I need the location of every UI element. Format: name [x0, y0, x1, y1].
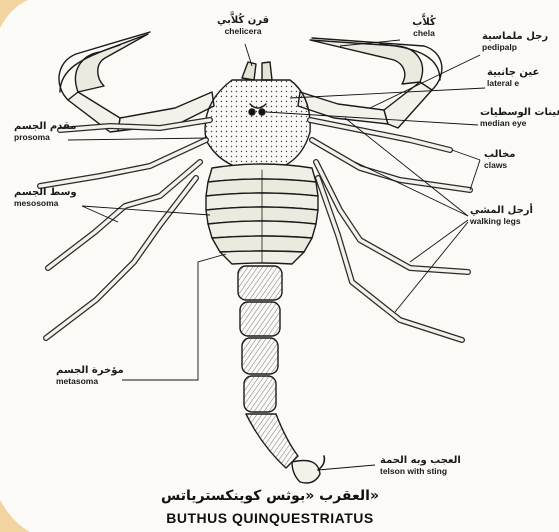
label-pedipalp: رجل ملماسية pedipalp: [482, 32, 548, 51]
label-chela: كُلاَّب chela: [396, 18, 452, 37]
label-metasoma-ar: مؤخرة الجسم: [56, 366, 124, 377]
label-prosoma-en: prosoma: [14, 133, 76, 142]
label-lateral-eye: عين جانبية lateral e: [487, 68, 539, 87]
label-telson-en: telson with sting: [380, 467, 461, 476]
metasoma-tail: [238, 266, 324, 483]
label-chelicera-en: chelicera: [206, 27, 280, 36]
label-walking-legs-ar: أرجل المشي: [470, 206, 533, 217]
corner-mark-top-left: [0, 0, 28, 28]
label-chela-ar: كُلاَّب: [396, 18, 452, 29]
label-claws-en: claws: [484, 161, 516, 170]
corner-mark-bottom-left: [0, 500, 30, 532]
label-metasoma: مؤخرة الجسم metasoma: [56, 366, 124, 385]
label-telson: العجب وبه الحمة telson with sting: [380, 456, 461, 475]
left-walking-legs: [40, 120, 210, 338]
leader-metasoma: [122, 254, 226, 380]
label-pedipalp-ar: رجل ملماسية: [482, 32, 548, 43]
label-prosoma-ar: مقدم الجسم: [14, 122, 76, 133]
label-chelicera-ar: قرن كُلاَّبي: [206, 16, 280, 27]
label-lateral-eye-en: lateral e: [487, 79, 539, 88]
label-claws: مخالب claws: [484, 150, 516, 169]
label-mesosoma: وسط الجسم mesosoma: [14, 188, 77, 207]
label-walking-legs-en: walking legs: [470, 217, 533, 226]
telson: [292, 461, 320, 484]
leader-claws: [452, 150, 480, 160]
leader-mesosoma-a: [82, 206, 210, 215]
leader-telson: [318, 465, 375, 470]
prosoma-carapace: [205, 80, 310, 172]
figure-title-arabic: العقرب «بوثس كوينكسترياتس»: [105, 488, 435, 504]
figure-title-english: BUTHUS QUINQUESTRIATUS: [105, 510, 435, 526]
label-lateral-eye-ar: عين جانبية: [487, 68, 539, 79]
label-metasoma-en: metasoma: [56, 377, 124, 386]
leader-lateral-eye: [290, 88, 485, 98]
median-eyes-dot: [249, 109, 255, 115]
label-median-eyes-en: median eye: [480, 119, 559, 128]
leader-prosoma: [68, 138, 208, 140]
label-chela-en: chela: [396, 29, 452, 38]
label-median-eyes: عينات الوسطيات median eye: [480, 108, 559, 127]
chelicera-right: [262, 62, 272, 80]
mesosoma-segments: [206, 164, 318, 264]
right-pedipalp: [298, 38, 442, 128]
leader-pedipalp: [370, 55, 480, 108]
label-telson-ar: العجب وبه الحمة: [380, 456, 461, 467]
right-walking-legs: [310, 120, 470, 340]
chelicera-left: [242, 62, 256, 80]
label-mesosoma-en: mesosoma: [14, 199, 77, 208]
label-chelicera: قرن كُلاَّبي chelicera: [206, 16, 280, 35]
label-median-eyes-ar: عينات الوسطيات: [480, 108, 559, 119]
label-walking-legs: أرجل المشي walking legs: [470, 206, 533, 225]
label-claws-ar: مخالب: [484, 150, 516, 161]
label-mesosoma-ar: وسط الجسم: [14, 188, 77, 199]
left-pedipalp: [59, 32, 214, 132]
label-prosoma: مقدم الجسم prosoma: [14, 122, 76, 141]
label-pedipalp-en: pedipalp: [482, 43, 548, 52]
leader-walking-legs-c: [410, 220, 468, 262]
